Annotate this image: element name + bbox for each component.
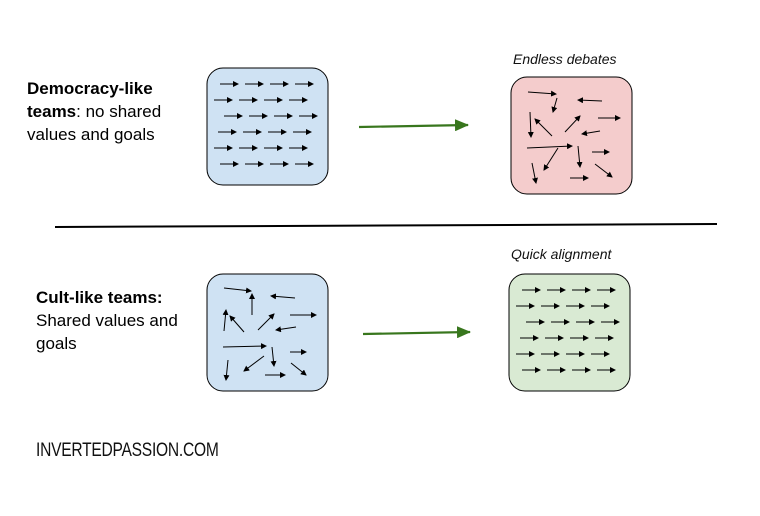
small-arrow (257, 313, 275, 331)
cult-teams-label-bold: Cult-like teams: (36, 288, 163, 307)
small-arrow (581, 130, 601, 137)
small-arrow (543, 147, 559, 171)
endless-debates-caption: Endless debates (513, 51, 617, 67)
small-arrow (270, 346, 277, 367)
quick-alignment-caption: Quick alignment (511, 246, 612, 262)
bottom-transition-arrow (362, 326, 471, 339)
site-watermark: INVERTEDPASSION.COM (36, 440, 219, 461)
democracy-teams-label: Democracy-like teams: no shared values a… (27, 77, 187, 146)
democracy-team-box (206, 67, 329, 186)
cult-teams-label-rest: Shared values and goals (36, 311, 178, 353)
small-arrow (243, 355, 265, 372)
small-arrow (527, 111, 534, 138)
small-arrow (275, 326, 297, 333)
small-arrow (223, 359, 230, 381)
small-arrow (290, 362, 307, 376)
cult-teams-label: Cult-like teams: Shared values and goals (36, 286, 186, 355)
democracy-teams-label-bold: Democracy-like teams (27, 79, 153, 121)
endless-debates-box (510, 76, 633, 195)
small-arrow (229, 315, 245, 333)
small-arrow (577, 97, 603, 104)
small-arrow (270, 293, 296, 300)
debate-chaotic-arrows (526, 90, 621, 184)
small-arrow (576, 145, 583, 168)
small-arrow (551, 97, 558, 113)
small-arrow (526, 143, 573, 150)
small-arrow (527, 90, 557, 97)
quick-alignment-box (508, 273, 631, 392)
alignment-aligned-arrows (516, 287, 620, 373)
small-arrow (564, 115, 581, 133)
small-arrow (222, 309, 229, 332)
democracy-teams-label-rest: : no shared values and goals (27, 102, 162, 144)
small-arrow (223, 287, 252, 294)
top-transition-arrow (358, 119, 469, 132)
small-arrow (534, 118, 553, 137)
small-arrow (222, 343, 267, 350)
cult-chaotic-arrows (222, 287, 317, 381)
democracy-aligned-arrows (214, 81, 318, 167)
cult-team-box (206, 273, 329, 392)
small-arrow (594, 163, 613, 178)
section-divider (54, 223, 718, 228)
small-arrow (531, 162, 538, 184)
